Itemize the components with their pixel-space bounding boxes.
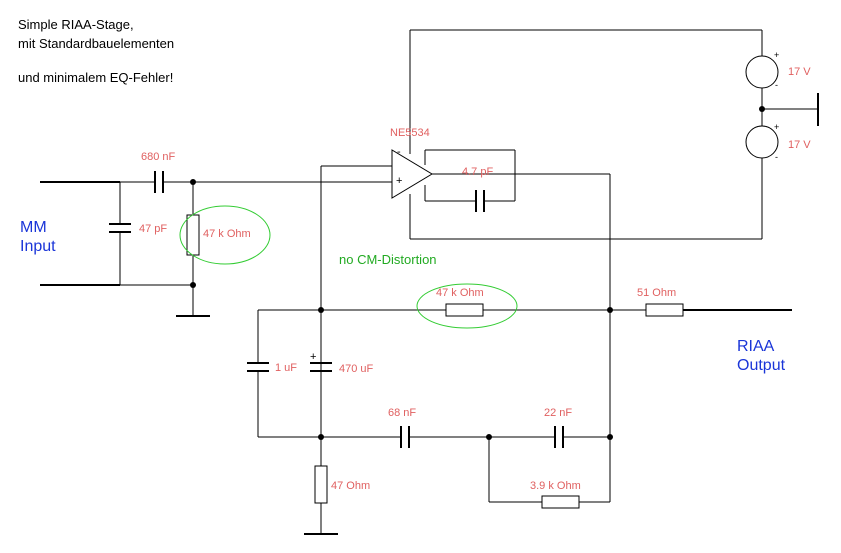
- resistor-47k-input: [186, 214, 200, 256]
- supply-bottom-minus: -: [775, 152, 778, 162]
- label-c-22nf: 22 nF: [544, 407, 573, 419]
- junction-dot: [190, 282, 196, 288]
- junction-dot: [318, 434, 324, 440]
- label-c-4p7pf: 4.7 pF: [462, 166, 494, 178]
- supply-top-minus: -: [775, 80, 778, 90]
- resistor-3k9: [541, 495, 580, 509]
- junction-dot: [190, 179, 196, 185]
- label-c-680nf: 680 nF: [141, 151, 176, 163]
- label-r-47k-feedback: 47 k Ohm: [436, 287, 484, 299]
- junction-dot: [486, 434, 492, 440]
- junction-dot: [607, 434, 613, 440]
- junction-dot: [759, 106, 765, 112]
- resistor-51-ohm: [645, 303, 684, 317]
- opamp-triangle: [391, 149, 433, 199]
- cm-distortion-note: no CM-Distortion: [339, 252, 437, 267]
- output-label-line-2: Output: [737, 357, 786, 375]
- label-supply-bottom: 17 V: [788, 139, 811, 151]
- label-r-3k9: 3.9 k Ohm: [530, 480, 581, 492]
- opamp-minus-sign: -: [397, 146, 401, 158]
- junction-dot: [607, 307, 613, 313]
- title-line-1: Simple RIAA-Stage,: [18, 17, 134, 32]
- label-c-1uf: 1 uF: [275, 362, 298, 374]
- highlight-ellipse-feedback: [416, 283, 518, 329]
- title-line-3: und minimalem EQ-Fehler!: [18, 70, 174, 85]
- label-c-47pf: 47 pF: [139, 223, 168, 235]
- input-label-line-1: MM: [20, 219, 47, 236]
- junction-dot: [318, 307, 324, 313]
- label-r-51-ohm: 51 Ohm: [637, 287, 677, 299]
- label-r-47-ohm: 47 Ohm: [331, 480, 371, 492]
- label-c-470uf: 470 uF: [339, 363, 374, 375]
- output-label-line-1: RIAA: [737, 338, 775, 355]
- supply-top-plus: +: [774, 50, 780, 60]
- label-r-47k-input: 47 k Ohm: [203, 228, 251, 240]
- resistor-47-ohm: [314, 465, 328, 504]
- opamp-label: NE5534: [390, 127, 430, 139]
- input-label: MM Input: [20, 218, 56, 256]
- title-line-2: mit Standardbauelementen: [18, 36, 175, 51]
- opamp-plus-sign: +: [396, 175, 403, 187]
- voltage-source-top: [745, 55, 779, 89]
- label-supply-top: 17 V: [788, 66, 811, 78]
- supply-bottom-plus: +: [774, 122, 780, 132]
- input-label-line-2: Input: [20, 238, 56, 256]
- resistor-47k-feedback: [445, 303, 484, 317]
- label-c-68nf: 68 nF: [388, 407, 417, 419]
- highlight-ellipse-input: [179, 205, 271, 265]
- output-label: RIAA Output: [737, 337, 785, 375]
- polarity-plus-470uf: +: [310, 351, 317, 363]
